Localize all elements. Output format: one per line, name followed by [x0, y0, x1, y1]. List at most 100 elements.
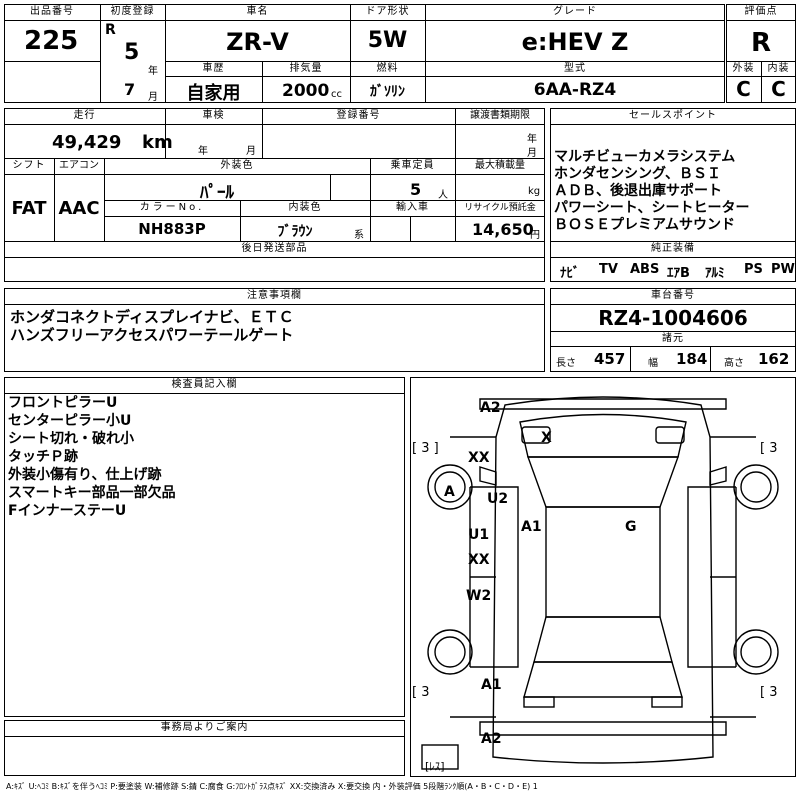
- car-diagram: [421, 396, 779, 770]
- shift: FAT: [11, 198, 47, 219]
- tire-mark: [ 3: [760, 685, 778, 700]
- sales-line: ＡＤＢ、後退出庫サポート: [554, 183, 722, 199]
- lot-no-label: 出品番号: [30, 6, 74, 17]
- equip-item: ｱﾙﾐ: [705, 266, 725, 281]
- history: 自家用: [186, 83, 241, 104]
- month-unit: 月: [148, 92, 158, 103]
- damage-code: W2: [466, 588, 492, 604]
- chassis-panel: [550, 288, 796, 372]
- info-table: [4, 108, 545, 282]
- height: 162: [758, 350, 790, 368]
- sales-line: ホンダセンシング、ＢＳＩ: [554, 166, 722, 182]
- sales-label: セールスポイント: [629, 110, 717, 121]
- history-label: 車歴: [202, 63, 225, 74]
- transfer-label: 譲渡書類期限: [470, 110, 530, 121]
- first-reg-month: 7: [124, 80, 136, 99]
- inspector-panel: [4, 377, 405, 717]
- inspector-line: センターピラー小U: [8, 413, 132, 429]
- inspector-line: スマートキー部品一部欠品: [8, 485, 176, 501]
- era: R: [105, 22, 116, 38]
- color-no: NH883P: [138, 220, 206, 238]
- capacity-label: 乗車定員: [390, 160, 435, 171]
- color-label: 外装色: [220, 160, 254, 171]
- score-label: 評価点: [744, 6, 778, 17]
- inspection-year-unit: 年: [198, 146, 208, 157]
- spare-tire-label: [ﾚｽ]: [425, 760, 445, 773]
- damage-code: X: [541, 430, 552, 446]
- length: 457: [594, 350, 626, 368]
- equip-item: ABS: [630, 262, 660, 277]
- color: ﾊﾟｰﾙ: [200, 183, 234, 203]
- damage-code: XX: [468, 552, 490, 568]
- transfer-month-unit: 月: [527, 148, 537, 159]
- tire-mark: [ 3: [760, 441, 778, 456]
- fuel: ｶﾞｿﾘﾝ: [370, 84, 405, 100]
- color-no-label: カラーNo.: [139, 202, 205, 213]
- displacement-label: 排気量: [289, 63, 323, 74]
- legend: A:ｷｽﾞ U:ﾍｺﾐ B:ｷｽﾞを伴うﾍｺﾐ P:要塗装 W:補修跡 S:錆 …: [6, 782, 538, 791]
- inspector-label: 検査員記入欄: [171, 379, 238, 390]
- damage-code: A2: [481, 731, 502, 747]
- tire-mark: [ 3: [412, 685, 430, 700]
- displacement-unit: cc: [331, 89, 342, 100]
- model: 6AA-RZ4: [533, 80, 617, 100]
- inspector-line: フロントピラーU: [8, 395, 118, 411]
- exterior-label: 外装: [732, 63, 755, 74]
- office-panel: [4, 720, 405, 776]
- equip-label: 純正装備: [651, 243, 695, 254]
- ac-label: エアコン: [59, 160, 99, 171]
- notes-label: 注意事項欄: [247, 290, 302, 301]
- damage-code: U2: [487, 491, 509, 507]
- displacement: 2000: [282, 81, 330, 101]
- int-color-label: 内装色: [288, 202, 322, 213]
- model-label: 型式: [564, 63, 586, 74]
- load-label: 最大積載量: [475, 160, 525, 171]
- equip-item: TV: [599, 262, 618, 277]
- equip-item: PW: [771, 262, 795, 277]
- score: R: [750, 28, 772, 58]
- sales-line: ＢＯＳＥプレミアムサウンド: [554, 217, 736, 233]
- later-label: 後日発送部品: [241, 243, 308, 254]
- car-name: ZR-V: [226, 28, 289, 56]
- width: 184: [676, 350, 708, 368]
- sales-panel: [550, 108, 796, 282]
- spec-label: 諸元: [662, 333, 684, 344]
- damage-code: A1: [481, 677, 502, 693]
- sales-line: マルチビューカメラシステム: [554, 149, 736, 165]
- ac: AAC: [58, 198, 100, 219]
- damage-code: G: [625, 519, 637, 535]
- capacity: 5: [410, 180, 422, 199]
- int-color: ﾌﾞﾗｳﾝ: [277, 224, 313, 240]
- exterior: C: [736, 77, 751, 101]
- damage-code: U1: [468, 527, 490, 543]
- first-reg-label: 初度登録: [110, 6, 155, 17]
- office-label: 事務局よりご案内: [160, 722, 249, 733]
- first-reg-year: 5: [124, 40, 140, 65]
- mileage-unit: km: [142, 132, 173, 153]
- equip-item: ﾅﾋﾞ: [560, 266, 580, 281]
- int-color-unit: 系: [354, 230, 364, 241]
- interior: C: [771, 77, 786, 101]
- year-unit: 年: [148, 66, 158, 77]
- import-label: 輸入車: [396, 202, 429, 213]
- chassis-label: 車台番号: [651, 290, 695, 301]
- lot-no: 225: [24, 26, 79, 56]
- plate-label: 登録番号: [336, 110, 381, 121]
- inspector-line: 外装小傷有り、仕上げ跡: [8, 467, 162, 483]
- door: 5W: [367, 28, 408, 53]
- notes-line: ホンダコネクトディスプレイナビ、ＥＴＣ: [10, 308, 294, 326]
- damage-code: A1: [521, 519, 542, 535]
- inspector-line: FインナーステーU: [8, 503, 127, 519]
- damage-code: XX: [468, 450, 490, 466]
- width-label: 幅: [648, 358, 658, 369]
- sales-line: パワーシート、シートヒーター: [554, 200, 750, 216]
- inspection-label: 車検: [202, 110, 225, 121]
- recycle: 14,650: [472, 220, 534, 239]
- inspection-month-unit: 月: [246, 146, 256, 157]
- mileage-label: 走行: [73, 110, 96, 121]
- damage-code: A2: [480, 400, 501, 416]
- grade: e:HEV Z: [521, 28, 629, 56]
- chassis-number: RZ4-1004606: [598, 306, 748, 330]
- shift-label: シフト: [12, 160, 46, 171]
- load-unit: kg: [528, 186, 541, 197]
